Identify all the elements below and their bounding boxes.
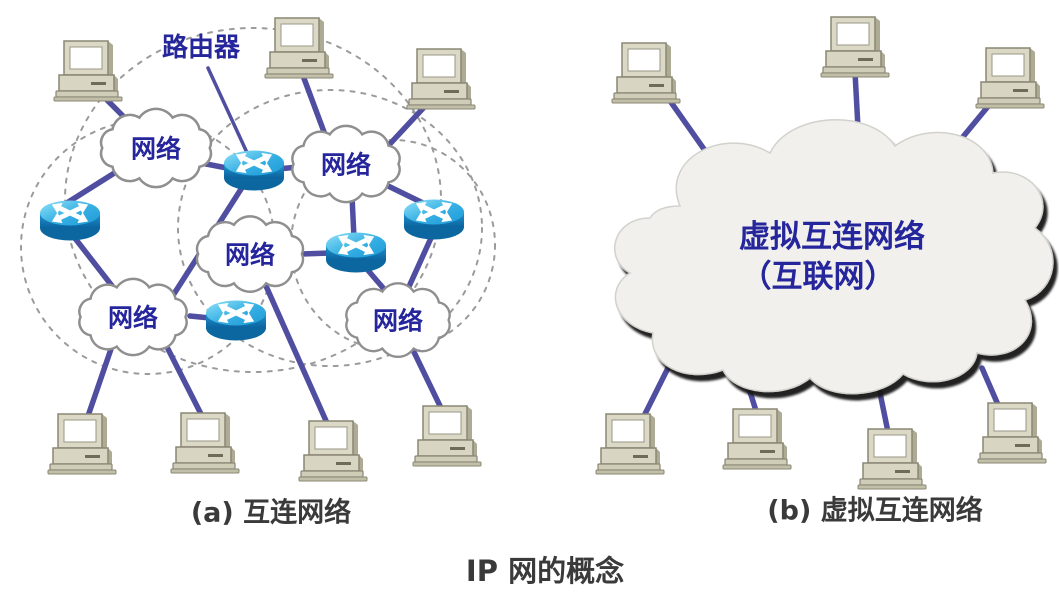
network-cloud-label: 网络: [225, 241, 275, 270]
computer-icon: [170, 412, 240, 474]
router-icon: [206, 299, 266, 340]
network-link: [410, 347, 444, 411]
router-icon: [40, 199, 100, 240]
router-icon: [326, 231, 386, 272]
network-cloud-label: 网络: [321, 151, 371, 180]
network-link: [85, 346, 114, 419]
network-link: [404, 235, 434, 294]
router-icon: [224, 149, 284, 190]
computer-icon: [820, 16, 890, 78]
network-clouds-a: 网络 网络 网络 网络 网络: [78, 107, 451, 358]
panel-a-interconnected-networks: 网络 网络 网络 网络 网络 路由器 (a) 互连网络: [20, 17, 496, 529]
computer-icon: [406, 48, 476, 110]
network-cloud-label: 网络: [373, 307, 423, 336]
router-label-pointer-line: [206, 66, 251, 159]
network-link: [299, 250, 333, 257]
computer-icon: [975, 47, 1045, 109]
panel-b-caption: (b) 虚拟互连网络: [767, 495, 982, 527]
panel-b-virtual-network: 虚拟互连网络 （互联网） (b) 虚拟互连网络: [595, 16, 1054, 527]
computer-icon: [298, 420, 368, 482]
dashed-boundary-circle: [177, 89, 483, 367]
router-label: 路由器: [162, 32, 241, 63]
network-link: [385, 100, 431, 149]
network-links-a: [59, 66, 444, 435]
internet-cloud: [613, 118, 1054, 395]
computer-icon: [595, 413, 665, 475]
computer-icon: [47, 413, 117, 475]
figure-title: IP 网的概念: [466, 554, 624, 588]
network-link: [59, 169, 119, 209]
network-cloud-label: 网络: [131, 135, 181, 164]
computer-icon: [857, 428, 927, 490]
network-link: [665, 95, 709, 155]
network-link: [876, 385, 891, 435]
network-link: [381, 181, 428, 207]
computer-icon: [722, 408, 792, 470]
panel-a-caption: (a) 互连网络: [191, 497, 351, 529]
network-link: [349, 193, 357, 241]
network-link: [71, 234, 119, 294]
computer-icon: [53, 40, 123, 102]
computer-icon: [977, 402, 1047, 464]
computer-icon: [412, 405, 482, 467]
router-icon: [404, 198, 464, 239]
computer-icon: [611, 42, 681, 104]
network-link: [852, 69, 861, 131]
network-link: [165, 346, 204, 417]
computer-icon: [264, 17, 334, 79]
network-link: [979, 365, 1002, 410]
internet-cloud-label-line1: 虚拟互连网络: [739, 219, 925, 255]
internet-cloud-label-line2: （互联网）: [741, 259, 896, 295]
network-cloud-label: 网络: [108, 304, 158, 333]
network-link: [263, 283, 334, 435]
